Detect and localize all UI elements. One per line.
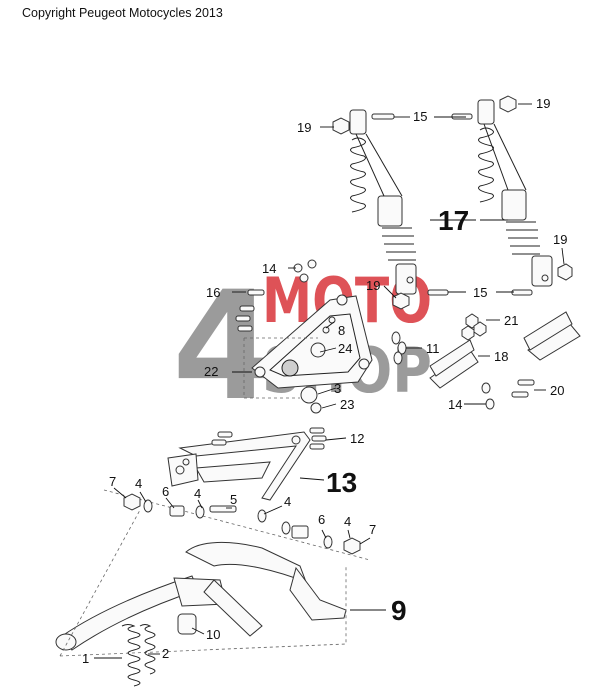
frame-13 bbox=[167, 427, 327, 501]
callout-23: 23 bbox=[340, 397, 354, 412]
callout-10: 10 bbox=[206, 627, 220, 642]
callout-5: 5 bbox=[230, 492, 237, 507]
watermark-number: 4 bbox=[172, 260, 276, 434]
callout-6-right: 6 bbox=[318, 512, 325, 527]
springs bbox=[121, 624, 156, 687]
callout-22: 22 bbox=[204, 364, 218, 379]
callout-13: 13 bbox=[326, 467, 357, 498]
callout-17: 17 bbox=[438, 205, 469, 236]
shock-absorber-left bbox=[349, 109, 417, 295]
bracket-group-outline bbox=[243, 337, 318, 399]
callout-1: 1 bbox=[82, 651, 89, 666]
callout-4-left: 4 bbox=[135, 476, 142, 491]
callout-14-top: 14 bbox=[262, 261, 276, 276]
callout-18: 18 bbox=[494, 349, 508, 364]
callout-15-mid: 15 bbox=[473, 285, 487, 300]
callout-3: 3 bbox=[334, 381, 341, 396]
callout-2: 2 bbox=[162, 646, 169, 661]
copyright-text: Copyright Peugeot Motocycles 2013 bbox=[22, 6, 223, 20]
axle-hardware bbox=[103, 489, 371, 561]
callout-24: 24 bbox=[338, 341, 352, 356]
callout-11: 11 bbox=[426, 341, 440, 356]
callout-16: 16 bbox=[206, 285, 220, 300]
bracket-bolts bbox=[235, 259, 317, 332]
callout-19-topright: 19 bbox=[536, 96, 550, 111]
callout-labels: 19 15 19 17 19 14 19 15 16 21 8 24 11 18… bbox=[82, 96, 567, 666]
callout-15-top: 15 bbox=[413, 109, 427, 124]
shock-hardware bbox=[332, 95, 573, 310]
shock-brackets bbox=[429, 311, 581, 410]
callout-21: 21 bbox=[504, 313, 518, 328]
leader-lines bbox=[94, 103, 565, 659]
callout-12: 12 bbox=[350, 431, 364, 446]
callout-14-right: 14 bbox=[448, 397, 462, 412]
main-stand bbox=[55, 541, 347, 651]
stand-group-outline bbox=[59, 509, 347, 657]
washers-11 bbox=[391, 331, 407, 365]
callout-9: 9 bbox=[391, 595, 407, 626]
callout-7-left: 7 bbox=[109, 474, 116, 489]
callout-19-right: 19 bbox=[553, 232, 567, 247]
engine-bracket bbox=[251, 294, 373, 414]
callout-4-right: 4 bbox=[344, 514, 351, 529]
callout-4-centerright: 4 bbox=[284, 494, 291, 509]
callout-7-right: 7 bbox=[369, 522, 376, 537]
shock-absorber-right bbox=[477, 99, 553, 287]
callout-20: 20 bbox=[550, 383, 564, 398]
callout-19-topleft: 19 bbox=[297, 120, 311, 135]
callout-6-left: 6 bbox=[162, 484, 169, 499]
callout-4-centerleft: 4 bbox=[194, 486, 201, 501]
callout-19-center: 19 bbox=[366, 278, 380, 293]
callout-8: 8 bbox=[338, 323, 345, 338]
